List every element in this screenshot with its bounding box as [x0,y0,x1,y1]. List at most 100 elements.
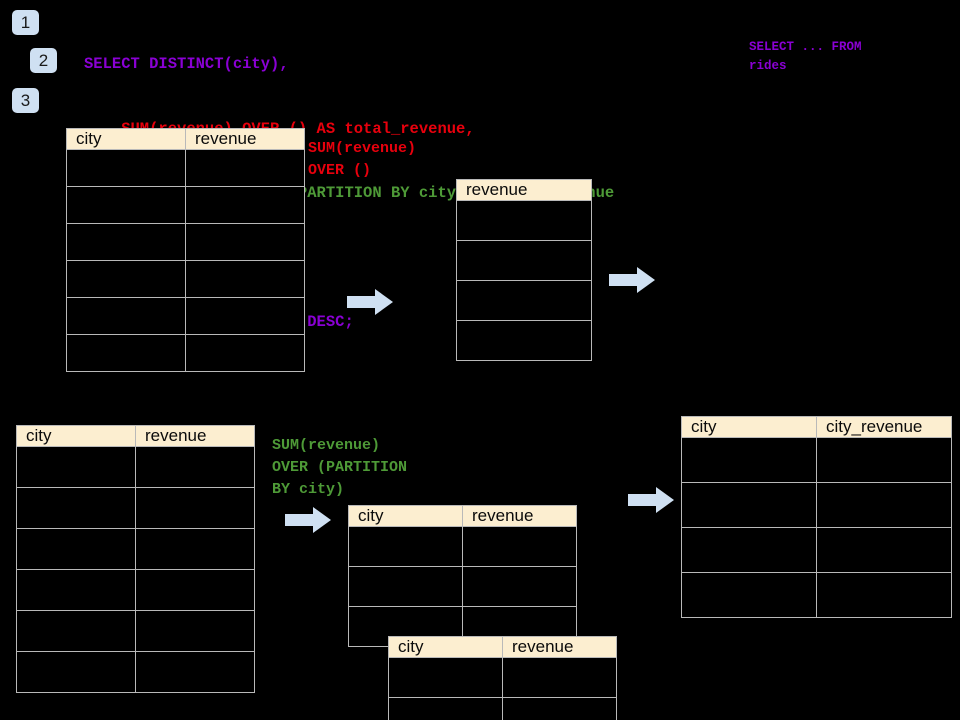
table-header-row: city revenue [348,505,577,527]
arrow-bottom-right-icon [628,487,674,513]
cell-city [388,657,503,698]
annotation-sum-over-empty: SUM(revenue) OVER () [308,140,417,179]
cell-revenue [185,186,305,224]
column-header-revenue: revenue [185,128,305,150]
table-row [681,572,952,618]
cell-revenue [456,280,592,321]
cell-city [681,527,817,573]
column-header-revenue: revenue [462,505,577,527]
arrow-top-left-icon [347,289,393,315]
cell-revenue [462,566,577,607]
cell-city [16,651,136,693]
table-row [16,569,255,611]
step-badge-3-label: 3 [20,91,31,110]
table-source-top: city revenue [66,128,305,372]
table-header-row: city revenue [16,425,255,447]
column-header-city-revenue: city_revenue [816,416,952,438]
table-row [456,200,592,241]
table-row [348,566,577,607]
table-row [456,240,592,281]
cell-city [16,528,136,570]
table-row [16,651,255,693]
table-row [681,437,952,483]
cell-revenue [135,487,255,529]
step-badge-2: 2 [30,48,57,73]
cell-revenue [185,297,305,335]
cell-city [66,223,186,261]
cell-revenue [185,149,305,187]
table-header-row: city revenue [66,128,305,150]
table-row [388,657,617,698]
table-row [16,528,255,570]
cell-revenue [456,320,592,361]
table-total-revenue: revenue [456,179,592,361]
cell-city [388,697,503,720]
cell-revenue [462,526,577,567]
table-row [456,320,592,361]
cell-city [16,487,136,529]
cell-revenue [135,569,255,611]
arrow-top-right-icon [609,267,655,293]
table-row [66,334,305,372]
cell-city [66,149,186,187]
table-header-row: revenue [456,179,592,201]
cell-city [66,260,186,298]
cell-city-revenue [816,482,952,528]
column-header-city: city [681,416,817,438]
cell-revenue [456,200,592,241]
table-header-row: city revenue [388,636,617,658]
step-badge-1: 1 [12,10,39,35]
table-partition-front: city revenue [388,636,617,720]
cell-revenue [185,223,305,261]
column-header-revenue: revenue [456,179,592,201]
annotation-select-from-rides: SELECT ... FROM rides [749,40,862,73]
cell-revenue [135,528,255,570]
column-header-city: city [16,425,136,447]
table-row [16,610,255,652]
table-row [681,527,952,573]
table-row [16,446,255,488]
table-row [16,487,255,529]
column-header-city: city [348,505,463,527]
sql-line-select: SELECT DISTINCT(city), [84,55,289,73]
annotation-sum-over-partition: SUM(revenue) OVER (PARTITION BY city) [272,437,408,498]
table-row [66,297,305,335]
step-badge-2-label: 2 [38,51,49,70]
cell-revenue [456,240,592,281]
table-header-row: city city_revenue [681,416,952,438]
cell-city [16,610,136,652]
table-source-bottom: city revenue [16,425,255,693]
cell-city-revenue [816,572,952,618]
cell-revenue [185,260,305,298]
step-badge-1-label: 1 [20,13,31,32]
table-row [66,223,305,261]
cell-revenue [135,446,255,488]
cell-city [66,186,186,224]
cell-revenue [135,610,255,652]
cell-city [348,566,463,607]
cell-revenue [502,697,617,720]
table-row [66,149,305,187]
cell-city [16,446,136,488]
cell-city [681,482,817,528]
table-row [388,697,617,720]
cell-city-revenue [816,527,952,573]
arrow-bottom-left-icon [285,507,331,533]
table-row [456,280,592,321]
table-row [66,260,305,298]
table-row [66,186,305,224]
cell-revenue [185,334,305,372]
table-row [681,482,952,528]
cell-city [66,334,186,372]
cell-city [681,572,817,618]
cell-revenue [135,651,255,693]
column-header-city: city [66,128,186,150]
column-header-city: city [388,636,503,658]
cell-city [16,569,136,611]
cell-city [681,437,817,483]
table-partition-back: city revenue [348,505,577,647]
table-row [348,526,577,567]
cell-city [348,526,463,567]
column-header-revenue: revenue [502,636,617,658]
